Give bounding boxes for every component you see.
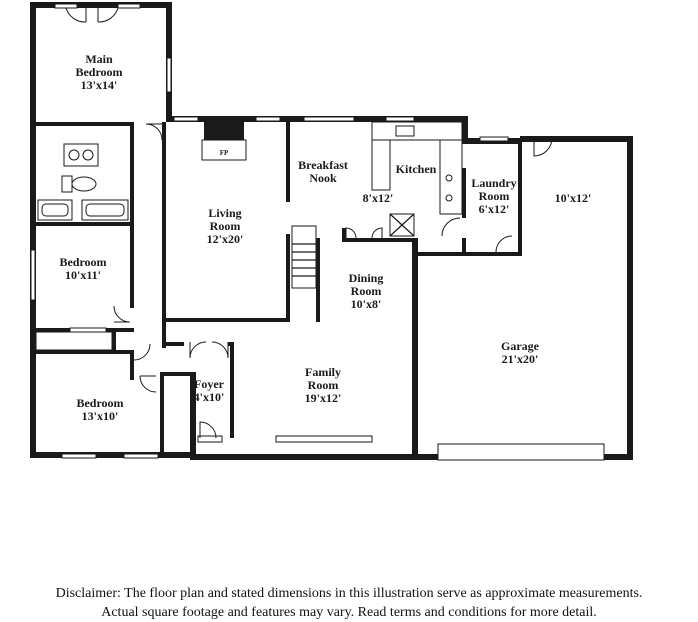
room-name-breakfast-nook-2: Nook: [309, 171, 337, 185]
room-name-living-room-1: Living: [208, 206, 241, 220]
room-dim-laundry-room: 6'x12': [479, 202, 510, 216]
room-name-breakfast-nook-1: Breakfast: [298, 158, 348, 172]
disclaimer-line-1: Disclaimer: The floor plan and stated di…: [55, 586, 643, 601]
room-name-kitchen: Kitchen: [396, 162, 437, 176]
room-labels: Main Bedroom 13'x14' Living Room 12'x20'…: [59, 52, 591, 423]
room-dim-kitchen: 8'x12': [363, 191, 394, 205]
room-name-garage: Garage: [501, 339, 540, 353]
room-name-dining-room-2: Room: [351, 284, 382, 298]
room-dim-main-bedroom: 13'x14': [81, 78, 118, 92]
room-name-main-bedroom-2: Bedroom: [75, 65, 122, 79]
room-name-family-room-1: Family: [305, 365, 341, 379]
room-dim-dining-room: 10'x8': [351, 297, 382, 311]
room-name-dining-room-1: Dining: [349, 271, 384, 285]
room-dim-storage: 10'x12': [555, 191, 592, 205]
fixtures: FP: [35, 121, 463, 351]
room-dim-foyer: 4'x10': [194, 390, 225, 404]
room-dim-family-room: 19'x12': [305, 391, 342, 405]
disclaimer-line-2: Actual square footage and features may v…: [101, 605, 597, 620]
floor-plan: FP Main Bedroom 13'x14' Living Room 12'x…: [30, 2, 633, 461]
room-dim-living-room: 12'x20': [207, 232, 244, 246]
room-name-bedroom-3: Bedroom: [76, 396, 123, 410]
room-dim-bedroom-3: 13'x10': [82, 409, 119, 423]
room-name-laundry-room-1: Laundry: [471, 176, 516, 190]
room-dim-garage: 21'x20': [502, 352, 539, 366]
disclaimer: Disclaimer: The floor plan and stated di…: [0, 584, 698, 622]
room-name-bedroom-2: Bedroom: [59, 255, 106, 269]
room-name-foyer: Foyer: [194, 377, 225, 391]
fireplace-label: FP: [220, 149, 229, 157]
room-name-family-room-2: Room: [308, 378, 339, 392]
room-name-living-room-2: Room: [210, 219, 241, 233]
room-dim-bedroom-2: 10'x11': [65, 268, 101, 282]
room-name-main-bedroom-1: Main: [85, 52, 113, 66]
doors: [65, 2, 553, 443]
room-name-laundry-room-2: Room: [479, 189, 510, 203]
